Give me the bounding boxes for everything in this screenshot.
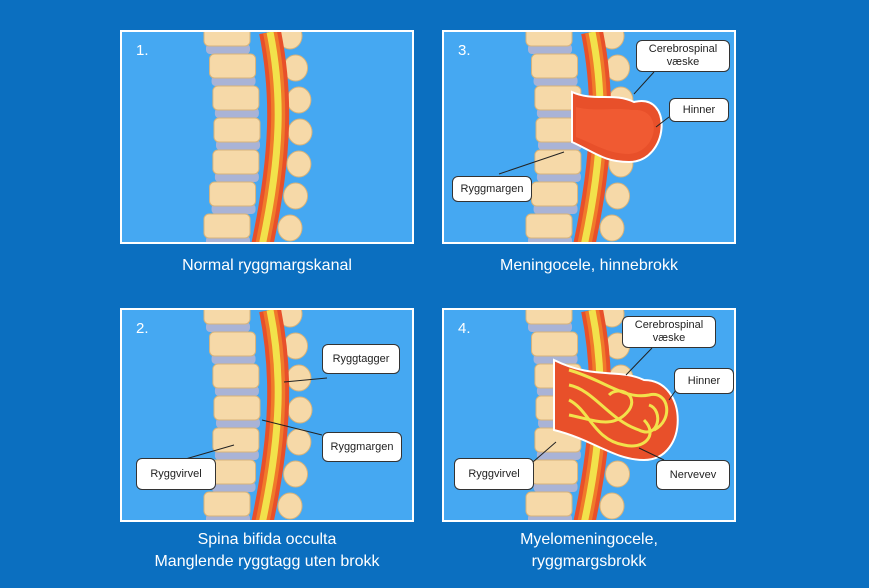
vertebral-body (531, 331, 579, 357)
vertebral-body (525, 310, 573, 325)
label-vertebra: Ryggvirvel (454, 458, 534, 490)
panel-spina-bifida-occulta: 2. Ryggtagger Ryggmargen Ryggvirvel (120, 308, 414, 522)
label-spinal-cord: Ryggmargen (322, 432, 402, 462)
spinous-process (283, 182, 309, 210)
spinous-process (286, 364, 312, 392)
nerve-tissue (568, 368, 669, 448)
caption-line: Normal ryggmargskanal (182, 257, 352, 274)
spinal-cord (259, 32, 282, 242)
spinous-process (286, 86, 312, 114)
vertebral-body (209, 181, 257, 207)
caption-panel-2: Spina bifida occulta Manglende ryggtagg … (100, 529, 434, 573)
label-spinal-cord: Ryggmargen (452, 176, 532, 202)
panel-number: 1. (136, 42, 149, 59)
vertebral-body (203, 213, 251, 239)
vertebral-body (525, 32, 573, 47)
spinous-process (599, 492, 625, 520)
spinous-process (287, 118, 313, 146)
panel-normal: 1. (120, 30, 414, 244)
panel-number: 4. (458, 320, 471, 337)
caption-panel-1: Normal ryggmargskanal (120, 255, 414, 277)
caption-line: ryggmargsbrokk (531, 553, 647, 570)
vertebral-body (209, 53, 257, 79)
vertebral-body (213, 117, 261, 143)
vertebral-body (209, 331, 257, 357)
label-nerve-tissue: Nervevev (656, 460, 730, 490)
panel-number: 3. (458, 42, 471, 59)
vertebral-body (212, 363, 260, 389)
caption-panel-3: Meningocele, hinnebrokk (442, 255, 736, 277)
spinous-process (277, 214, 303, 242)
caption-line: Meningocele, hinnebrokk (500, 257, 678, 274)
spinous-process (605, 182, 631, 210)
vertebral-body (213, 395, 261, 421)
panel-meningocele: 3. Cerebrospinal væske Hinner Ryggmargen (442, 30, 736, 244)
label-csf: Cerebrospinal væske (636, 40, 730, 72)
spinous-process (286, 428, 312, 456)
spinous-process (287, 396, 313, 424)
label-meninges: Hinner (669, 98, 729, 122)
spine-illustration-meningocele (498, 32, 670, 242)
spine-illustration-occulta (181, 310, 328, 520)
panel-myelomeningocele: 4. Cerebrospinal væske Hinner Nervevev R… (442, 308, 736, 522)
vertebral-body (212, 85, 260, 111)
spine-illustration-normal (203, 32, 313, 242)
vertebral-body (531, 53, 579, 79)
vertebral-body (212, 149, 260, 175)
vertebral-body (525, 491, 573, 517)
label-vertebra: Ryggvirvel (136, 458, 216, 490)
caption-panel-4: Myelomeningocele, ryggmargsbrokk (442, 529, 736, 573)
label-spinous-process: Ryggtagger (322, 344, 400, 374)
spinous-process (605, 460, 631, 488)
vertebral-body (212, 427, 260, 453)
spinous-process (277, 492, 303, 520)
label-csf: Cerebrospinal væske (622, 316, 716, 348)
caption-line: Manglende ryggtagg uten brokk (154, 553, 380, 570)
vertebral-body (203, 310, 251, 325)
spinous-process (283, 460, 309, 488)
vertebral-body (203, 491, 251, 517)
vertebral-body (531, 181, 579, 207)
spinal-cord (259, 310, 282, 520)
caption-line: Spina bifida occulta (197, 531, 337, 548)
caption-line: Myelomeningocele, (520, 531, 658, 548)
vertebral-body (203, 32, 251, 47)
meningeal-sac (553, 358, 679, 462)
csf-fill (576, 107, 654, 154)
label-meninges: Hinner (674, 368, 734, 394)
spinous-process (599, 214, 625, 242)
spinous-process (286, 150, 312, 178)
vertebral-body (209, 459, 257, 485)
vertebral-body (525, 213, 573, 239)
panel-number: 2. (136, 320, 149, 337)
vertebral-body (531, 459, 579, 485)
